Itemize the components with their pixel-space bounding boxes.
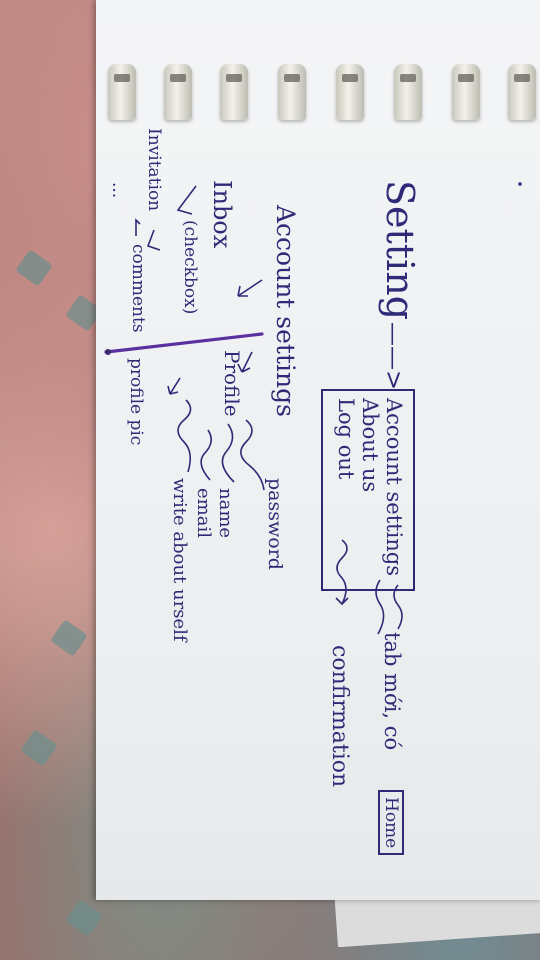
binding-ring [220,64,248,120]
binding-ring [108,64,136,120]
profile-pic-arrow [167,377,181,395]
invitation-tick [135,218,141,236]
spiral-binding [96,62,540,122]
about-arrow [375,579,385,635]
binding-ring [508,64,536,120]
profile-password-arrow [240,419,265,491]
marker-dot [105,349,111,355]
marker-divider-line [104,332,264,354]
binding-ring [336,64,364,120]
profile-name-arrow [221,423,235,483]
account-tab-arrow [393,584,403,630]
inbox-comments-arrow [146,229,161,251]
menu-box-outline [321,389,415,591]
ink-dot [518,182,522,186]
binding-ring [164,64,192,120]
profile-write-arrow [177,399,192,473]
inbox-checkbox-arrow [176,185,197,215]
binding-ring [394,64,422,120]
binding-ring [452,64,480,120]
account-inbox-arrow [237,279,263,297]
profile-email-arrow [200,429,212,481]
binding-ring [278,64,306,120]
notebook-page [96,0,540,900]
logout-confirmation-arrow [335,539,349,606]
account-profile-arrow [237,351,253,373]
